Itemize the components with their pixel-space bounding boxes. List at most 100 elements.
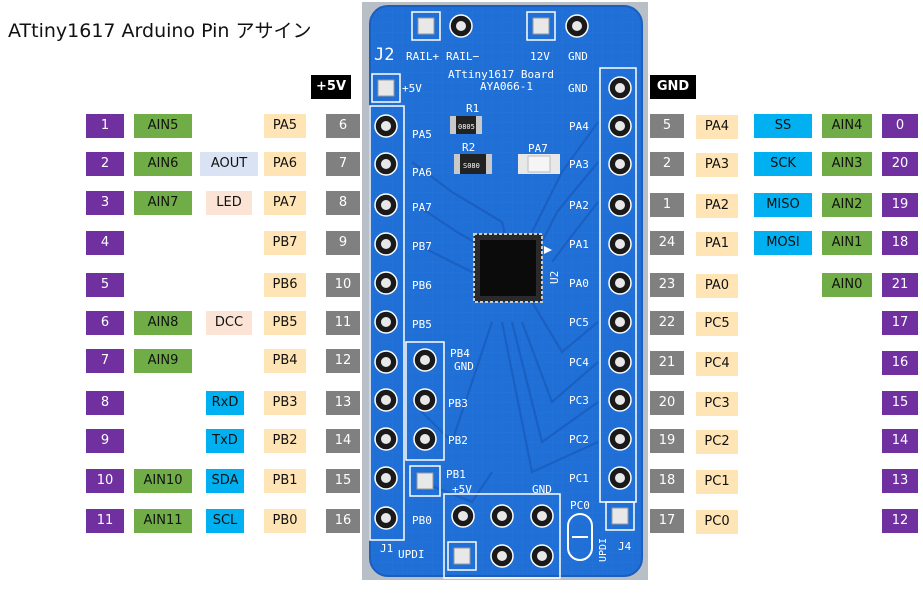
physical-pin-number: 24 [650, 231, 684, 255]
analog-pin-label: AIN9 [134, 349, 192, 373]
resistor-r1: R1 0805 [450, 102, 482, 134]
updi-vertical-label: UPDI [598, 538, 609, 562]
analog-pin-label: AIN10 [134, 469, 192, 493]
pb1-pad: PB1 [409, 465, 466, 497]
board-silk-right: PA2 [569, 199, 589, 212]
function-label: MISO [754, 193, 812, 217]
board-silk-right: PC1 [569, 472, 589, 485]
physical-pin-number: 10 [326, 273, 360, 297]
arduino-pin-number: 11 [86, 509, 124, 533]
port-label: PC5 [696, 312, 738, 336]
board-name: ATtiny1617 Board [448, 68, 554, 81]
analog-pin-label: AIN3 [822, 152, 872, 176]
power-label-gnd: GND [650, 75, 696, 99]
resistor-r2: R2 S080 [454, 141, 492, 174]
port-label: PA7 [264, 191, 306, 215]
function-label: SS [754, 114, 812, 138]
function-label: SDA [206, 469, 244, 493]
physical-pin-number: 11 [326, 311, 360, 335]
svg-text:PB3: PB3 [448, 397, 468, 410]
board-silk-left: PB0 [412, 514, 432, 527]
arduino-pin-number: 13 [882, 469, 918, 493]
analog-pin-label: AIN4 [822, 114, 872, 138]
arduino-pin-number: 2 [86, 152, 124, 176]
svg-text:PA7: PA7 [528, 142, 548, 155]
function-label: TxD [206, 429, 244, 453]
power-label-5v: +5V [311, 75, 351, 99]
mcu-u2: U2 [473, 233, 561, 303]
port-label: PA2 [696, 194, 738, 218]
port-label: PA1 [696, 232, 738, 256]
board-silk-left: PA6 [412, 166, 432, 179]
board-model: AYA066-1 [480, 80, 533, 93]
jumper-pc0 [567, 513, 593, 561]
function-label: RxD [206, 391, 244, 415]
physical-pin-number: 7 [326, 152, 360, 176]
board-silk-right: PC5 [569, 316, 589, 329]
port-label: PC0 [696, 510, 738, 534]
board-silk-right: PA0 [569, 277, 589, 290]
board-silk-left: PA5 [412, 128, 432, 141]
physical-pin-number: 8 [326, 191, 360, 215]
pc0-label: PC0 [570, 499, 590, 512]
rail-plus-label: RAIL+ [406, 50, 439, 63]
physical-pin-number: 22 [650, 311, 684, 335]
arduino-pin-number: 19 [882, 193, 918, 217]
board-silk-right: PA4 [569, 120, 589, 133]
pcb-traces [411, 121, 599, 504]
svg-text:PB1: PB1 [446, 468, 466, 481]
svg-text:R1: R1 [466, 102, 479, 115]
port-label: PB5 [264, 311, 306, 335]
gnd-top-label: GND [568, 50, 588, 63]
j4-label: J4 [618, 540, 632, 553]
port-label: PA5 [264, 114, 306, 138]
physical-pin-number: 18 [650, 469, 684, 493]
plus5v-pad [371, 73, 401, 103]
analog-pin-label: AIN11 [134, 509, 192, 533]
physical-pin-number: 5 [650, 114, 684, 138]
port-label: PA0 [696, 274, 738, 298]
analog-pin-label: AIN5 [134, 114, 192, 138]
j2-label: J2 [374, 45, 394, 65]
physical-pin-number: 16 [326, 509, 360, 533]
analog-pin-label: AIN8 [134, 311, 192, 335]
function-label: SCL [206, 509, 244, 533]
port-label: PA4 [696, 115, 738, 139]
arduino-pin-number: 10 [86, 469, 124, 493]
physical-pin-number: 9 [326, 231, 360, 255]
attiny1617-board: RAIL+ RAIL− 12V GND J2 +5V GND ATtiny161… [362, 2, 648, 580]
physical-pin-number: 12 [326, 349, 360, 373]
board-silk-right: PA3 [569, 158, 589, 171]
analog-pin-label: AIN2 [822, 193, 872, 217]
physical-pin-number: 15 [326, 469, 360, 493]
analog-pin-label: AIN0 [822, 273, 872, 297]
arduino-pin-number: 21 [882, 273, 918, 297]
arduino-pin-number: 4 [86, 231, 124, 255]
arduino-pin-number: 16 [882, 351, 918, 375]
top-header: RAIL+ RAIL− 12V GND [406, 11, 589, 63]
port-label: PC3 [696, 392, 738, 416]
analog-pin-label: AIN7 [134, 191, 192, 215]
board-silk-right: PA1 [569, 238, 589, 251]
svg-text:PB2: PB2 [448, 434, 468, 447]
board-gnd-label: GND [568, 82, 588, 95]
port-label: PB4 [264, 349, 306, 373]
board-silk-left: PB5 [412, 318, 432, 331]
arduino-pin-number: 12 [882, 509, 918, 533]
physical-pin-number: 1 [650, 193, 684, 217]
board-silk-right: PC4 [569, 356, 589, 369]
port-label: PC2 [696, 430, 738, 454]
board-silk-right: PC3 [569, 394, 589, 407]
svg-text:R2: R2 [462, 141, 475, 154]
physical-pin-number: 6 [326, 114, 360, 138]
svg-text:S080: S080 [463, 162, 480, 170]
arduino-pin-number: 6 [86, 311, 124, 335]
pb4-gnd-header: PB4 GND PB3 PB2 [405, 341, 474, 461]
function-label: LED [206, 191, 252, 215]
port-label: PC1 [696, 470, 738, 494]
arduino-pin-number: 3 [86, 191, 124, 215]
port-label: PB1 [264, 469, 306, 493]
function-label: MOSI [754, 231, 812, 255]
